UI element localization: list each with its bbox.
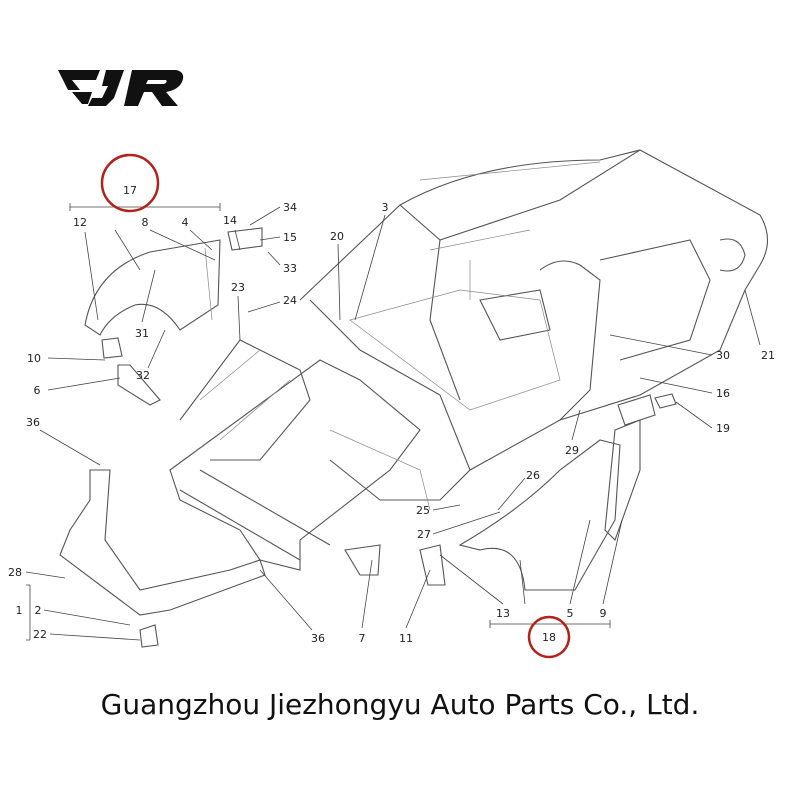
callout-29[interactable]: 29 [565, 444, 579, 457]
callout-14[interactable]: 14 [223, 214, 237, 227]
callout-15[interactable]: 15 [283, 231, 297, 244]
callout-28[interactable]: 28 [8, 566, 22, 579]
callout-32[interactable]: 32 [136, 369, 150, 382]
callout-33[interactable]: 33 [283, 262, 297, 275]
callout-2[interactable]: 2 [35, 604, 42, 617]
callout-31[interactable]: 31 [135, 327, 149, 340]
callout-19[interactable]: 19 [716, 422, 730, 435]
callout-26[interactable]: 26 [526, 469, 540, 482]
ejr-logo [58, 70, 184, 106]
callout-23[interactable]: 23 [231, 281, 245, 294]
callout-13[interactable]: 13 [496, 607, 510, 620]
callout-10[interactable]: 10 [27, 352, 41, 365]
callout-22[interactable]: 22 [33, 628, 47, 641]
callout-17[interactable]: 17 [123, 184, 137, 197]
callout-36-lower[interactable]: 36 [311, 632, 325, 645]
callout-5[interactable]: 5 [567, 607, 574, 620]
leader-lines [25, 203, 761, 641]
callout-36-upper[interactable]: 36 [26, 416, 40, 429]
callout-34[interactable]: 34 [283, 201, 297, 214]
callout-12[interactable]: 12 [73, 216, 87, 229]
callout-1[interactable]: 1 [16, 604, 23, 617]
callout-20[interactable]: 20 [330, 230, 344, 243]
callout-25[interactable]: 25 [416, 504, 430, 517]
callout-3[interactable]: 3 [382, 201, 389, 214]
highlight-circle-17 [100, 153, 160, 213]
callout-24[interactable]: 24 [283, 294, 297, 307]
callout-30[interactable]: 30 [716, 349, 730, 362]
callout-18[interactable]: 18 [542, 631, 556, 644]
callout-8[interactable]: 8 [142, 216, 149, 229]
callout-21[interactable]: 21 [761, 349, 775, 362]
callout-11[interactable]: 11 [399, 632, 413, 645]
callout-27[interactable]: 27 [417, 528, 431, 541]
highlight-circle-18 [527, 615, 571, 659]
callout-6[interactable]: 6 [34, 384, 41, 397]
callout-4[interactable]: 4 [182, 216, 189, 229]
company-caption: Guangzhou Jiezhongyu Auto Parts Co., Ltd… [100, 688, 700, 721]
callout-16[interactable]: 16 [716, 387, 730, 400]
car-body-drawing [59, 149, 769, 648]
callout-7[interactable]: 7 [359, 632, 366, 645]
callout-9[interactable]: 9 [600, 607, 607, 620]
body-structure-diagram: 17 12 8 4 14 34 15 33 20 3 23 24 31 32 1… [8, 149, 775, 659]
callout-labels: 17 12 8 4 14 34 15 33 20 3 23 24 31 32 1… [8, 184, 775, 645]
